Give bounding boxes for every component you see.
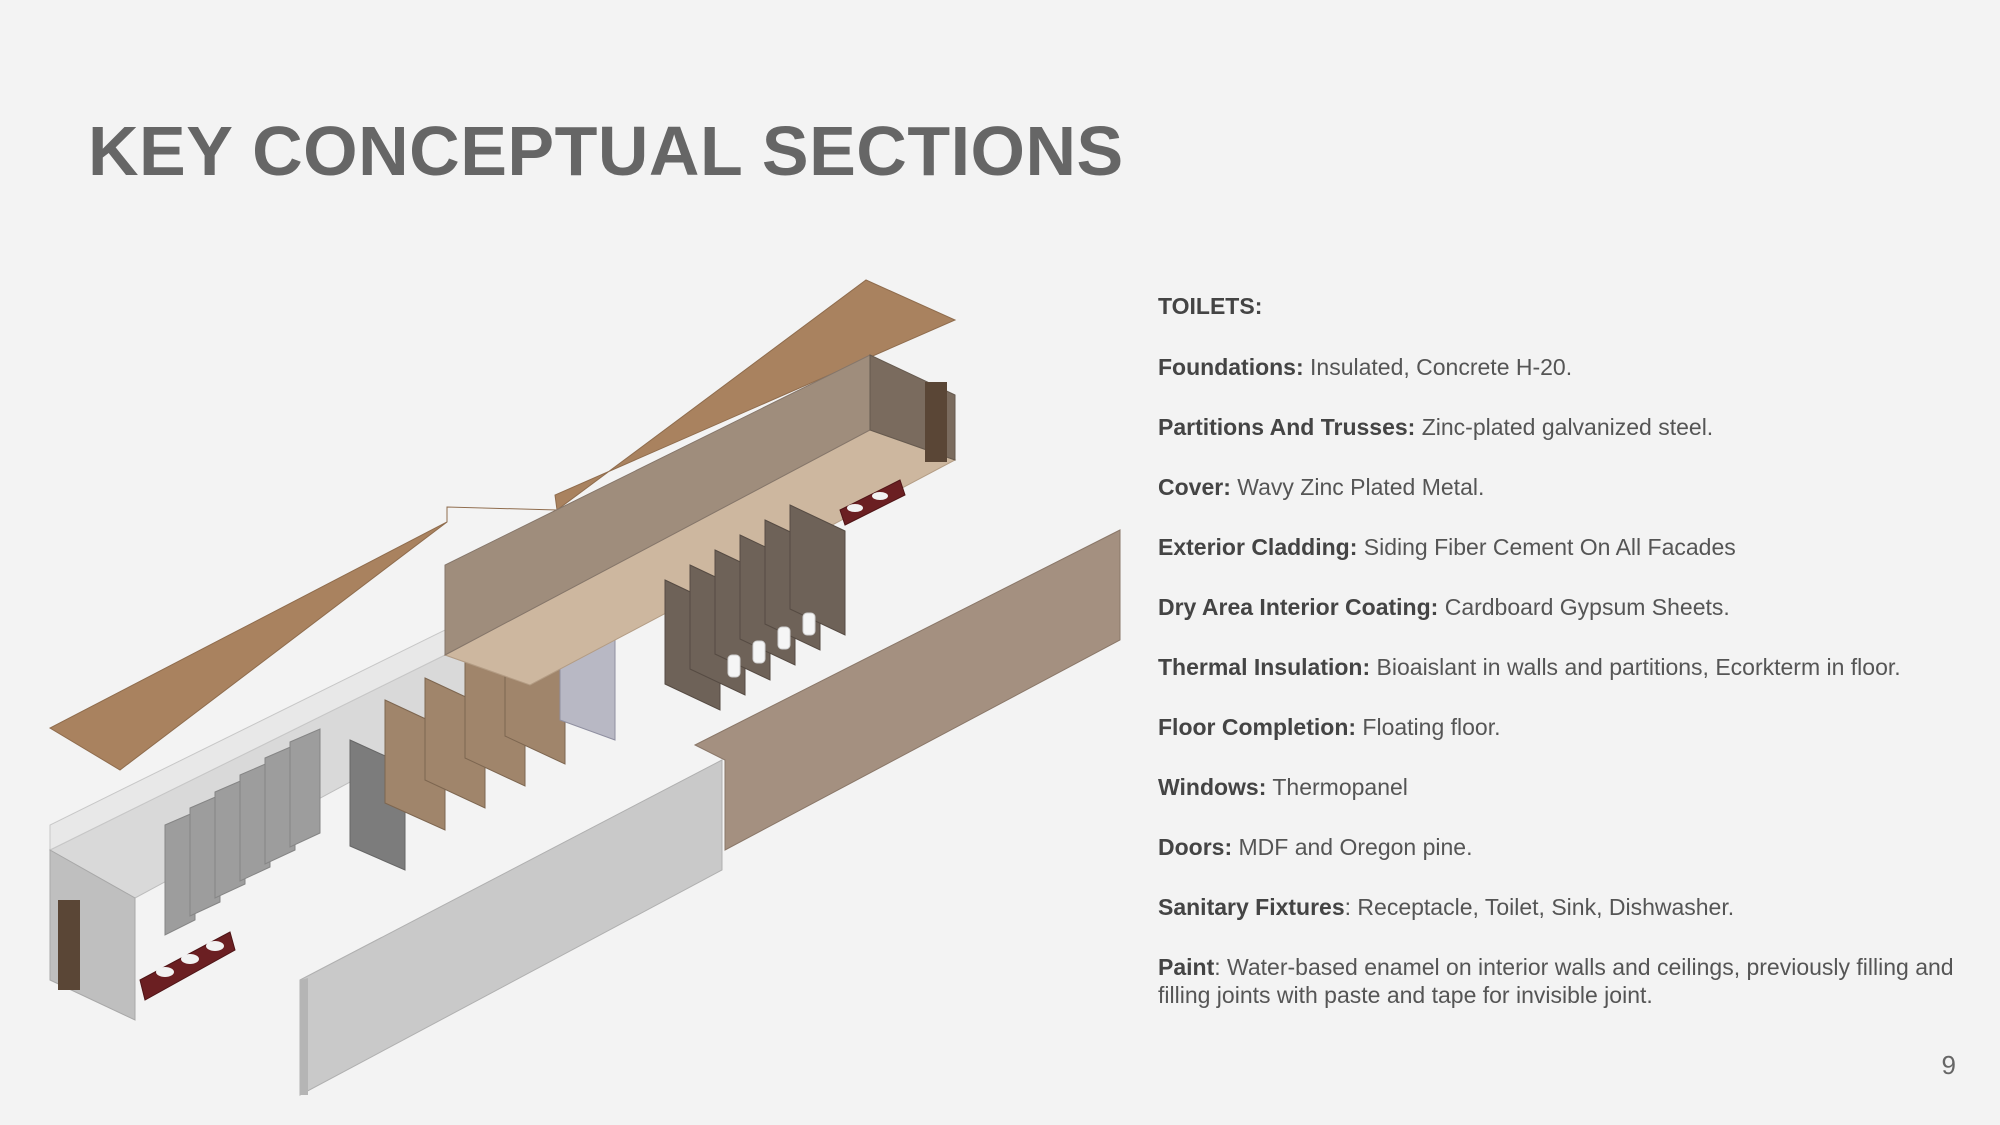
spec-label: Doors: <box>1158 834 1233 860</box>
spec-label: Sanitary Fixtures <box>1158 894 1345 920</box>
spec-value: Wavy Zinc Plated Metal. <box>1230 474 1485 500</box>
spec-value: MDF and Oregon pine. <box>1232 834 1473 860</box>
spec-paint: Paint: Water-based enamel on interior wa… <box>1158 953 2000 1009</box>
roof-slab <box>48 279 957 771</box>
spec-partitions: Partitions And Trusses: Zinc-plated galv… <box>1158 413 2000 441</box>
spec-label: Partitions And Trusses: <box>1158 414 1416 440</box>
exterior-wall-tan <box>693 529 1121 851</box>
spec-label: Exterior Cladding: <box>1158 534 1358 560</box>
spec-sanitary-fixtures: Sanitary Fixtures: Receptacle, Toilet, S… <box>1158 893 2000 921</box>
exterior-wall-light-edge <box>300 978 308 1095</box>
spec-windows: Windows: Thermopanel <box>1158 773 2000 801</box>
spec-value: Siding Fiber Cement On All Facades <box>1357 534 1736 560</box>
spec-value: Thermopanel <box>1266 774 1408 800</box>
door-left <box>58 900 80 990</box>
spec-value: Insulated, Concrete H-20. <box>1303 354 1573 380</box>
spec-label: Windows: <box>1158 774 1267 800</box>
toilets <box>727 612 816 678</box>
spec-value: : Receptacle, Toilet, Sink, Dishwasher. <box>1344 894 1735 920</box>
spec-doors: Doors: MDF and Oregon pine. <box>1158 833 2000 861</box>
sink-counter-right <box>839 479 906 526</box>
spec-exterior-cladding: Exterior Cladding: Siding Fiber Cement O… <box>1158 533 2000 561</box>
spec-interior-coating: Dry Area Interior Coating: Cardboard Gyp… <box>1158 593 2000 621</box>
spec-label: Foundations: <box>1158 354 1304 380</box>
spec-value: Bioaislant in walls and partitions, Ecor… <box>1370 654 1901 680</box>
spec-label: Cover: <box>1158 474 1231 500</box>
toilet-section-illustration <box>48 279 1121 1096</box>
specs-panel: TOILETS: Foundations: Insulated, Concret… <box>1158 292 2000 1041</box>
spec-label: Thermal Insulation: <box>1158 654 1371 680</box>
left-partitions <box>164 728 321 936</box>
spec-foundations: Foundations: Insulated, Concrete H-20. <box>1158 353 2000 381</box>
spec-value: : Water-based enamel on interior walls a… <box>1158 954 1954 1008</box>
spec-value: Floating floor. <box>1356 714 1501 740</box>
slide-title: KEY CONCEPTUAL SECTIONS <box>88 112 1124 190</box>
spec-value: Cardboard Gypsum Sheets. <box>1438 594 1730 620</box>
spec-label: Dry Area Interior Coating: <box>1158 594 1439 620</box>
spec-floor-completion: Floor Completion: Floating floor. <box>1158 713 2000 741</box>
spec-value: Zinc-plated galvanized steel. <box>1415 414 1714 440</box>
spec-label: Floor Completion: <box>1158 714 1357 740</box>
door-right <box>925 382 947 462</box>
spec-label: Paint <box>1158 954 1215 980</box>
page-number: 9 <box>1941 1050 1956 1080</box>
specs-heading: TOILETS: <box>1158 293 1263 319</box>
spec-thermal-insulation: Thermal Insulation: Bioaislant in walls … <box>1158 653 2000 681</box>
spec-cover: Cover: Wavy Zinc Plated Metal. <box>1158 473 2000 501</box>
